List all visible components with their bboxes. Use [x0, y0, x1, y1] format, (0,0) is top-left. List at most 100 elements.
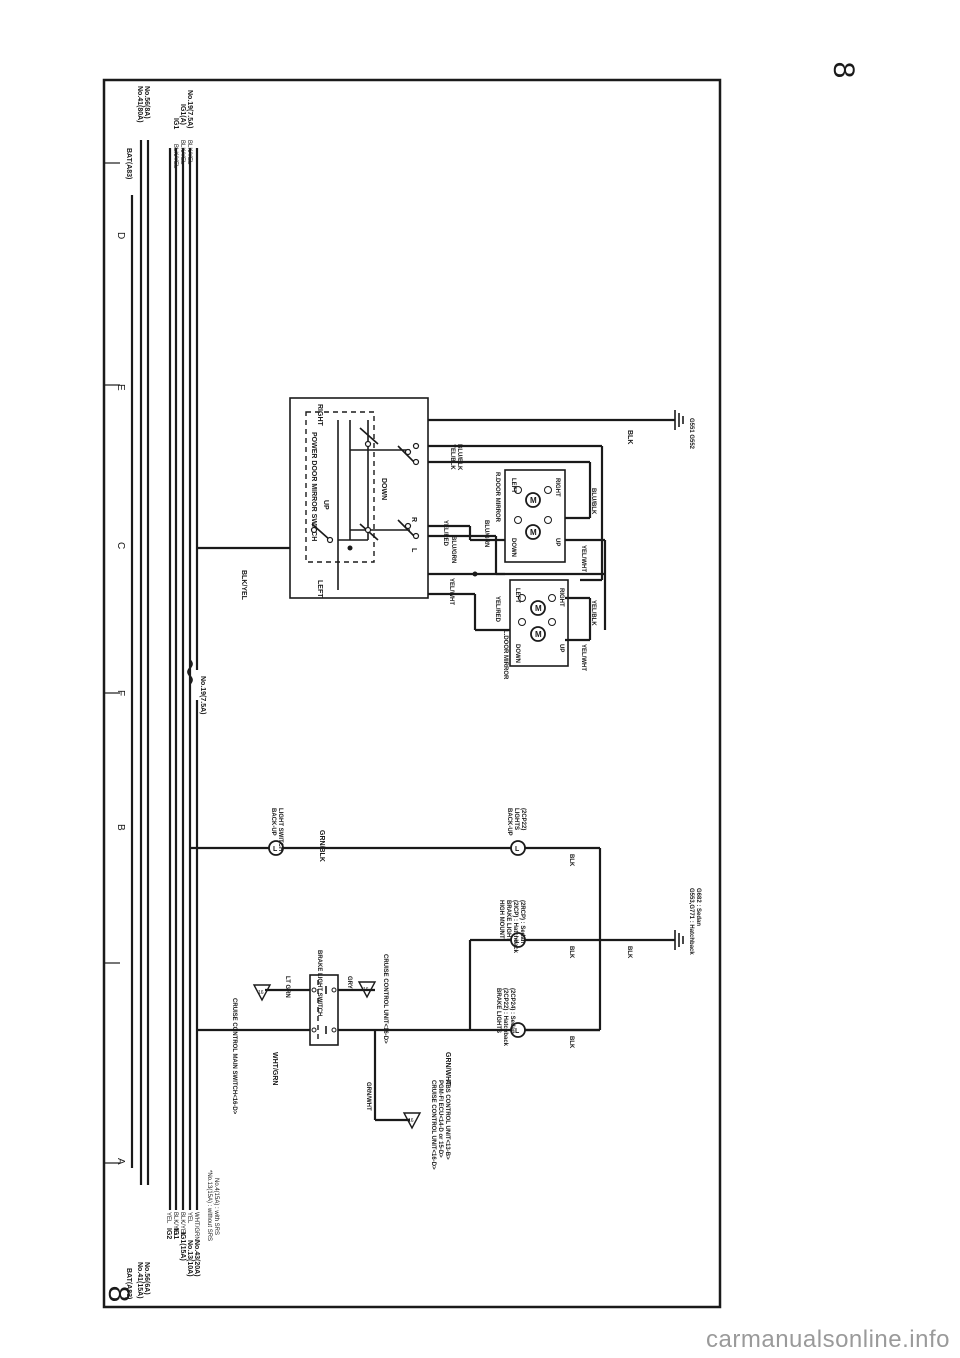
- left-wire-blkyel-a: BLK/YEL: [172, 1212, 178, 1237]
- grid-letter-e: E: [115, 384, 126, 391]
- svg-text:M: M: [535, 630, 542, 639]
- wht-grn-label: WHT/GRN: [271, 1052, 278, 1085]
- left-fuse-a-label: No.41(15A): [136, 1262, 143, 1299]
- mirror-switch-l-tag: L: [410, 548, 417, 553]
- mirror-fuse-label: No.19(7.5A): [199, 676, 206, 715]
- l-mirror-wire-in: YEL/RED: [494, 596, 500, 623]
- brake-switch-label: BRAKE LIGHT SWITCH: [316, 950, 322, 1016]
- high-mount-d: (2RCP) : Sedan: [519, 900, 525, 944]
- right-wire-c: BLK/YEL: [186, 140, 192, 165]
- mirror-switch-left: LEFT: [316, 580, 323, 598]
- svg-text:L: L: [515, 1028, 520, 1035]
- mirror-fuse: No.19(7.5A): [187, 659, 206, 715]
- backup-blk-label: BLK: [568, 854, 574, 867]
- left-wire-blkyel-b: BLK/YEL: [179, 1212, 185, 1237]
- mirror-switch-r-tag: R: [410, 517, 417, 522]
- backup-lights-connector: L: [510, 840, 526, 856]
- grid-letter-b: B: [115, 824, 126, 831]
- mirror-feed-wire-label: BLK/YEL: [240, 570, 247, 601]
- left-fuse-b-label: No.56(6A): [143, 1262, 150, 1295]
- l-mirror-title: L.DOOR MIRROR: [502, 630, 508, 680]
- brake-ground-a: G553,G771 : Hatchback: [688, 888, 694, 955]
- mirror-switch-title: POWER DOOR MIRROR SWITCH: [310, 432, 317, 541]
- l-mirror-up: UP: [558, 644, 564, 652]
- brake-lights-b: (2CP22) : Hatchback: [502, 988, 508, 1047]
- brake-ground-b: G682 : Sedan: [695, 888, 701, 926]
- left-fuse-d-label: No.43(20A): [193, 1240, 200, 1277]
- mirror-wire-blugrn: BLU/GRN: [450, 536, 456, 563]
- right-ig1-b-label: IG1(A): [179, 104, 186, 125]
- left-bat-label: BAT(A83): [125, 1268, 132, 1299]
- ground-symbol-g551: [674, 410, 684, 430]
- right-wire-a: BLK/YEL: [172, 144, 178, 169]
- grid-ticks: [104, 162, 120, 1164]
- backup-lights-a: BACK-UP: [506, 808, 512, 836]
- brake-lights-a: BRAKE LIGHTS: [495, 988, 501, 1033]
- mirror-switch-down: DOWN: [380, 478, 387, 500]
- mirror-wire-blublk: BLU/BLK: [456, 444, 462, 471]
- cc-list-connector: 16: [402, 1112, 422, 1130]
- left-ig1-label: IG1: [172, 1228, 179, 1239]
- right-ig1-label: IG1: [172, 118, 179, 129]
- watermark: carmanualsonline.info: [706, 1326, 950, 1353]
- svg-text:L: L: [515, 938, 520, 945]
- page-number-top: 8: [827, 62, 860, 79]
- left-ig2-label: IG2: [165, 1228, 172, 1239]
- r-mirror-wire-in: BLU/GRN: [483, 520, 489, 547]
- l-mirror-down: DOWN: [514, 644, 520, 663]
- brake-blk-b: BLK: [568, 946, 574, 959]
- left-fuse-c-label: No.13(10A): [186, 1240, 193, 1277]
- brake-lights-c: (2CP24) : Sedan: [509, 988, 515, 1034]
- mirror-switch-internals: [305, 411, 420, 590]
- mirror-harness: [428, 444, 607, 642]
- left-wire-wht-grn: WHT/GRN: [193, 1212, 199, 1241]
- power-buses: [130, 140, 199, 1210]
- svg-text:L: L: [273, 846, 278, 853]
- backup-switch-a: BACK-UP: [270, 808, 276, 836]
- cc-list-b: PGM-FI ECU<14-D or 15-D>: [437, 1080, 443, 1158]
- svg-text:16: 16: [258, 990, 264, 996]
- mirror-wire-yelwht: YEL/WHT: [448, 578, 454, 605]
- grid-letter-f: F: [115, 690, 126, 696]
- mirror-switch-up: UP: [322, 500, 329, 510]
- brake-switch-box: [309, 974, 339, 1046]
- right-fuse-c-label: No.19(7.5A): [186, 90, 193, 129]
- ground-symbol-g553: [674, 930, 684, 950]
- r-mirror-right: RIGHT: [554, 478, 560, 497]
- left-wire-yel: YEL: [165, 1212, 171, 1224]
- left-ig1-15a-label: IG1(15A): [179, 1232, 186, 1261]
- grn-wht-b-label: GRN/WHT: [444, 1052, 451, 1086]
- grn-wht-label: GRN/WHT: [365, 1082, 371, 1111]
- l-door-mirror: L.DOOR MIRROR DOWN UP LEFT RIGHT M M: [502, 579, 569, 680]
- left-note-b: No.4(15A) : with SRS: [213, 1178, 219, 1235]
- mirror-ground-label: G551 G552: [688, 418, 694, 450]
- r-mirror-down: DOWN: [510, 538, 516, 557]
- l-mirror-wire-out-b: YEL/BLK: [590, 600, 596, 626]
- lt-grn-label: LT GRN: [284, 976, 290, 998]
- svg-text:M: M: [530, 528, 537, 537]
- r-door-mirror: R.DOOR MIRROR DOWN UP LEFT RIGHT M M: [494, 469, 566, 563]
- brake-lights: L L: [468, 932, 600, 1038]
- right-bat-label: BAT(A83): [125, 148, 132, 179]
- l-mirror-left: LEFT: [514, 588, 520, 603]
- grn-blk-label: GRN/BLK: [318, 830, 325, 862]
- mirror-ground-blk: BLK: [626, 430, 633, 444]
- brake-switch-internals: [311, 980, 337, 1040]
- right-wire-b: BLK/YEL: [179, 140, 185, 165]
- backup-lights-b: LIGHTS: [513, 808, 519, 830]
- mirror-switch-right: RIGHT: [316, 404, 323, 427]
- cc-list-a: CRUISE CONTROL UNIT<16-D>: [430, 1080, 436, 1170]
- cc-unit-connector: 16: [357, 981, 377, 999]
- l-mirror-right: RIGHT: [558, 588, 564, 607]
- right-power-labels: BAT(A83) No.41(80A) No.56(8A) IG1 IG1(A)…: [125, 86, 193, 179]
- brake-blk-a: BLK: [568, 1036, 574, 1049]
- cc-list-c: ABS CONTROL UNIT<13-B>: [444, 1080, 450, 1160]
- cc-unit-label: CRUISE CONTROL UNIT<16-D>: [382, 954, 388, 1044]
- r-mirror-left: LEFT: [510, 478, 516, 493]
- brake-blk-c: BLK: [626, 946, 632, 959]
- page-number-bottom: 8: [102, 1286, 135, 1303]
- r-mirror-wire-out-a: YEL/WHT: [580, 545, 586, 572]
- svg-text:16: 16: [363, 987, 369, 993]
- left-note-a: *No.13(15A) : without SRS: [206, 1170, 212, 1241]
